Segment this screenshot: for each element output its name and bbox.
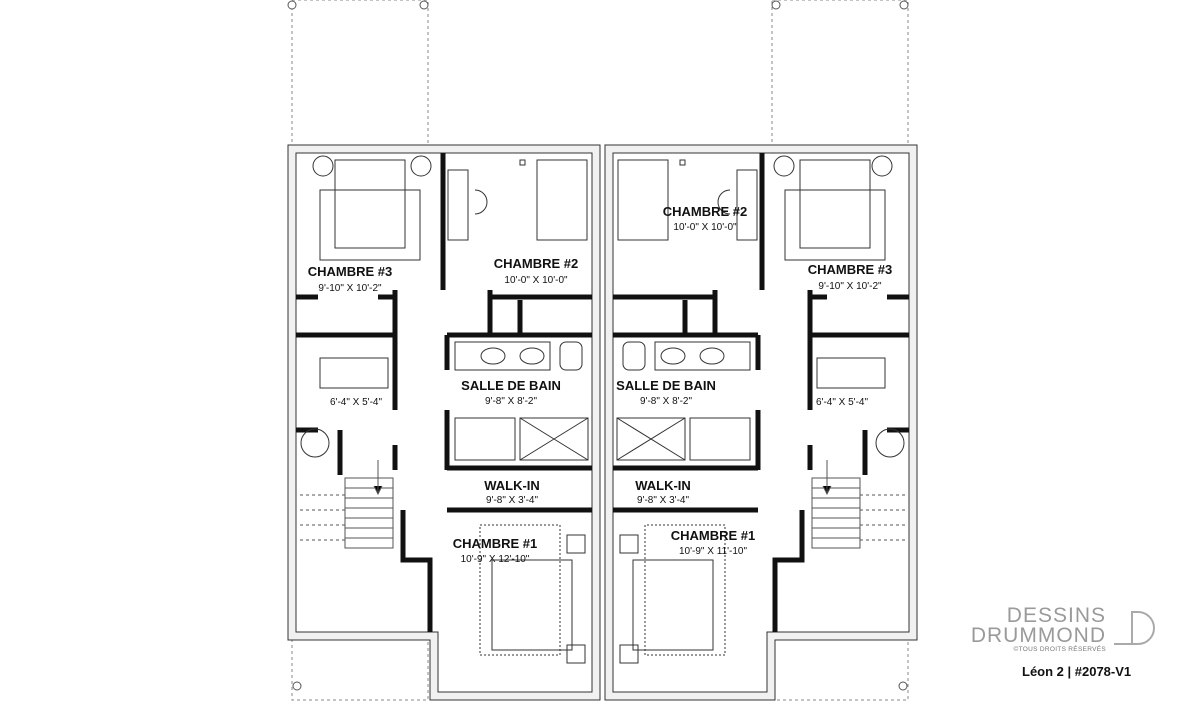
brand-line1: DESSINS [1006,604,1106,627]
room-name: CHAMBRE #2 [494,256,579,271]
room-dims: 9'-10" X 10'-2" [318,283,382,294]
furniture [300,155,589,664]
room-dims: 9'-8" X 3'-4" [486,495,539,506]
room-name: CHAMBRE #3 [808,262,893,277]
brand-logo: DESSINS DRUMMOND ©TOUS DROITS RÉSERVÉS [970,604,1106,653]
right-unit-labels: CHAMBRE #2 10'-0" X 10'-0" CHAMBRE #3 9'… [616,204,892,557]
interior-walls [296,153,592,632]
room-name: CHAMBRE #3 [308,264,393,279]
room-name: CHAMBRE #2 [663,204,748,219]
room-dims: 10'-9" X 11'-10" [679,546,747,557]
room-dims: 6'-4" X 5'-4" [330,397,383,408]
room-dims: 9'-8" X 8'-2" [640,396,693,407]
room-dims: 10'-0" X 10'-0" [673,222,737,233]
left-unit [287,144,601,701]
brand-line2: DRUMMOND [970,624,1106,647]
room-name: WALK-IN [484,478,540,493]
room-dims: 10'-0" X 10'-0" [504,275,568,286]
plan-reference: Léon 2 | #2078-V1 [1022,664,1132,679]
copyright: ©TOUS DROITS RÉSERVÉS [1013,646,1106,653]
room-dims: 6'-4" X 5'-4" [816,397,869,408]
room-name: CHAMBRE #1 [671,528,756,543]
left-unit-labels: CHAMBRE #3 9'-10" X 10'-2" CHAMBRE #2 10… [308,256,579,565]
room-dims: 9'-10" X 10'-2" [818,281,882,292]
room-name: WALK-IN [635,478,691,493]
room-dims: 10'-9" X 12'-10" [461,554,530,565]
room-name: SALLE DE BAIN [616,378,716,393]
room-name: SALLE DE BAIN [461,378,561,393]
porch-posts [287,0,909,691]
room-dims: 9'-8" X 3'-4" [637,495,690,506]
brand-d-mark-icon [1114,611,1155,645]
right-unit [605,145,917,700]
stairs [300,460,394,549]
room-dims: 9'-8" X 8'-2" [485,396,538,407]
room-name: CHAMBRE #1 [453,536,538,551]
